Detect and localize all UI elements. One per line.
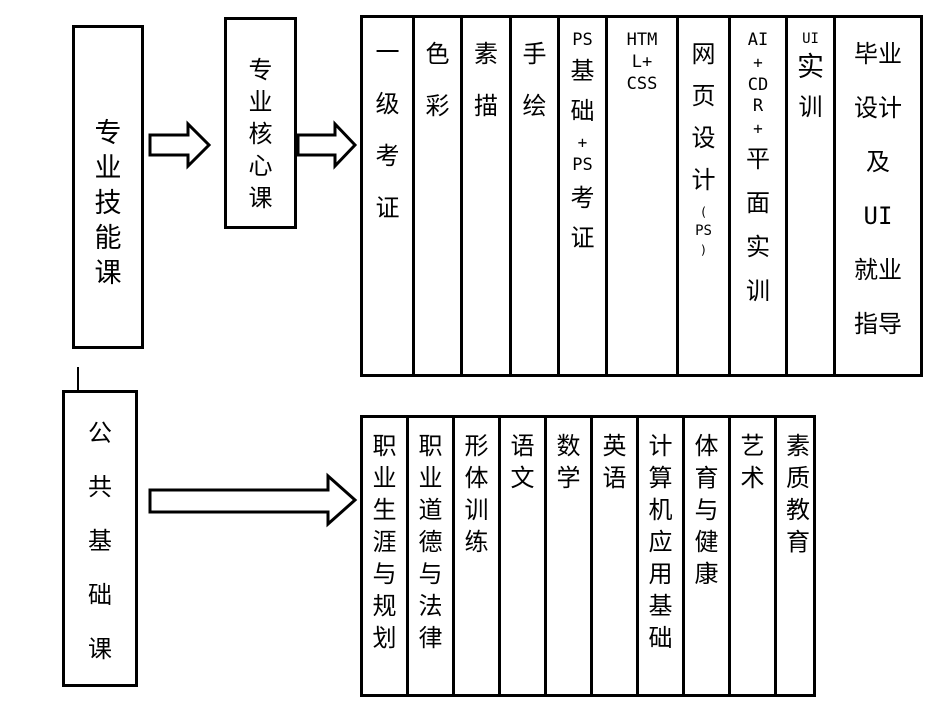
public-course-cell: 数学 <box>547 418 593 694</box>
label-char: 核 <box>248 120 273 148</box>
label-char: 技 <box>94 188 122 219</box>
public-course-label: 职业生涯与规划 <box>372 432 397 652</box>
arrow-public-to-courses <box>148 472 358 528</box>
course-web-design: 网 页 设 计 ( PS ) <box>691 40 716 257</box>
course-ui-practice: UI 实 训 <box>797 31 824 121</box>
course-ai-cdr: AI + CD R + 平 面 实 训 <box>746 30 770 305</box>
course-cell: 手 绘 <box>512 18 560 374</box>
course-handdraw: 手 绘 <box>522 40 547 120</box>
public-basic-label: 公 共 基 础 课 <box>88 419 112 663</box>
public-course-label: 艺术 <box>740 432 765 492</box>
course-html-css: HTM L+ CSS <box>626 30 658 94</box>
course-cell: PS 基 础 + PS 考 证 <box>560 18 608 374</box>
professional-skill-label: 专业技能课 <box>75 120 141 295</box>
public-course-label: 职业道德与法律 <box>418 432 443 652</box>
public-course-cell: 艺术 <box>731 418 777 694</box>
public-basic-box: 公 共 基 础 课 <box>62 390 138 687</box>
course-cell: 毕业 设计 及 UI 就业 指导 <box>836 18 920 374</box>
course-cell: 网 页 设 计 ( PS ) <box>679 18 731 374</box>
public-course-cell: 英语 <box>593 418 639 694</box>
label-char: 课 <box>248 184 273 212</box>
course-level1-cert: 一 级 考 证 <box>375 38 400 222</box>
public-course-label: 计算机应用基础 <box>648 432 673 652</box>
course-cell: 色 彩 <box>415 18 463 374</box>
label-char: 业 <box>94 153 122 184</box>
public-course-label: 形体训练 <box>464 432 489 556</box>
arrow-skill-to-core <box>148 120 212 170</box>
public-course-cell: 职业生涯与规划 <box>363 418 409 694</box>
label-char: 课 <box>94 258 122 289</box>
professional-core-box: 专业核心课 <box>224 17 297 229</box>
public-course-label: 素质教育 <box>786 432 810 556</box>
public-course-cell: 职业道德与法律 <box>409 418 455 694</box>
public-course-label: 数学 <box>556 432 581 492</box>
course-cell: HTM L+ CSS <box>608 18 679 374</box>
public-course-label: 语文 <box>510 432 535 492</box>
course-ps-basic: PS 基 础 + PS 考 证 <box>570 30 595 252</box>
label-char: 专 <box>94 118 122 149</box>
course-graduation: 毕业 设计 及 UI 就业 指导 <box>854 40 902 338</box>
label-char: 能 <box>94 223 122 254</box>
public-courses-table: 职业生涯与规划职业道德与法律形体训练语文数学英语计算机应用基础体育与健康艺术素质… <box>360 415 816 697</box>
professional-courses-table: 一 级 考 证 色 彩 素 描 手 绘 PS 基 础 + PS 考 证 <box>360 15 923 377</box>
professional-skill-box: 专业技能课 <box>72 25 144 349</box>
course-sketch: 素 描 <box>474 40 498 120</box>
public-course-cell: 计算机应用基础 <box>639 418 685 694</box>
course-cell: 一 级 考 证 <box>363 18 415 374</box>
professional-core-label: 专业核心课 <box>227 58 294 218</box>
public-course-cell: 体育与健康 <box>685 418 731 694</box>
public-course-label: 体育与健康 <box>694 432 719 588</box>
course-cell: AI + CD R + 平 面 实 训 <box>731 18 788 374</box>
course-cell: 素 描 <box>463 18 512 374</box>
arrow-core-to-courses <box>296 120 358 170</box>
label-char: 专 <box>248 56 273 84</box>
public-course-cell: 素质教育 <box>777 418 819 694</box>
public-course-cell: 语文 <box>501 418 547 694</box>
public-course-cell: 形体训练 <box>455 418 501 694</box>
label-char: 心 <box>248 152 273 180</box>
public-course-label: 英语 <box>602 432 627 492</box>
course-color: 色 彩 <box>425 40 450 120</box>
course-cell: UI 实 训 <box>788 18 836 374</box>
label-char: 业 <box>248 88 273 116</box>
